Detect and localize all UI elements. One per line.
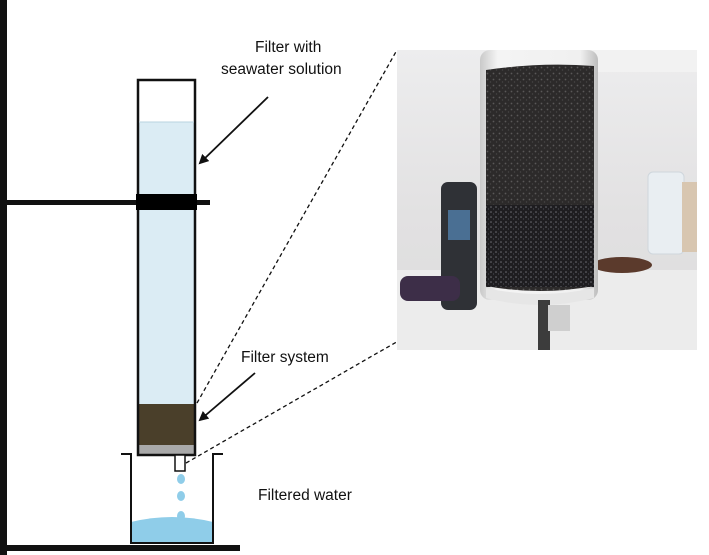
label-filter-system: Filter system xyxy=(241,349,329,366)
beaker-water xyxy=(131,517,213,542)
photo-outlet-stem xyxy=(538,300,550,350)
photo-object xyxy=(400,276,460,301)
zoom-line-top xyxy=(196,49,398,404)
filter-column-photo-icon xyxy=(397,50,697,350)
arrow-to-seawater xyxy=(198,96,269,165)
clamp-arm xyxy=(0,200,210,205)
water-droplets xyxy=(177,474,185,521)
photo-figurine xyxy=(592,257,652,273)
photo-column-grains-lower xyxy=(486,205,594,287)
arrow-to-filter-system xyxy=(198,372,256,422)
photo-outlet-holder xyxy=(548,305,570,331)
zoom-line-bottom xyxy=(185,339,401,464)
label-filtered-water: Filtered water xyxy=(258,487,352,504)
photo-box xyxy=(682,182,697,252)
photo-bottle xyxy=(647,171,685,255)
droplet xyxy=(177,474,185,484)
filter-media xyxy=(139,404,194,445)
column-outline xyxy=(136,78,197,457)
stand-base xyxy=(0,545,240,551)
filter-frit xyxy=(139,445,194,455)
photo-column-bottom xyxy=(486,288,594,305)
seawater-upper xyxy=(139,122,194,194)
label-seawater-solution: seawater solution xyxy=(221,61,342,78)
seawater-lower xyxy=(139,210,194,404)
clamp-band xyxy=(136,194,197,210)
stand-post xyxy=(0,0,7,555)
photo-meter-screen xyxy=(448,210,470,240)
outlet-tip xyxy=(174,454,186,472)
droplet xyxy=(177,491,185,501)
label-filter-with: Filter with xyxy=(255,39,321,56)
beaker-outline xyxy=(121,453,223,544)
